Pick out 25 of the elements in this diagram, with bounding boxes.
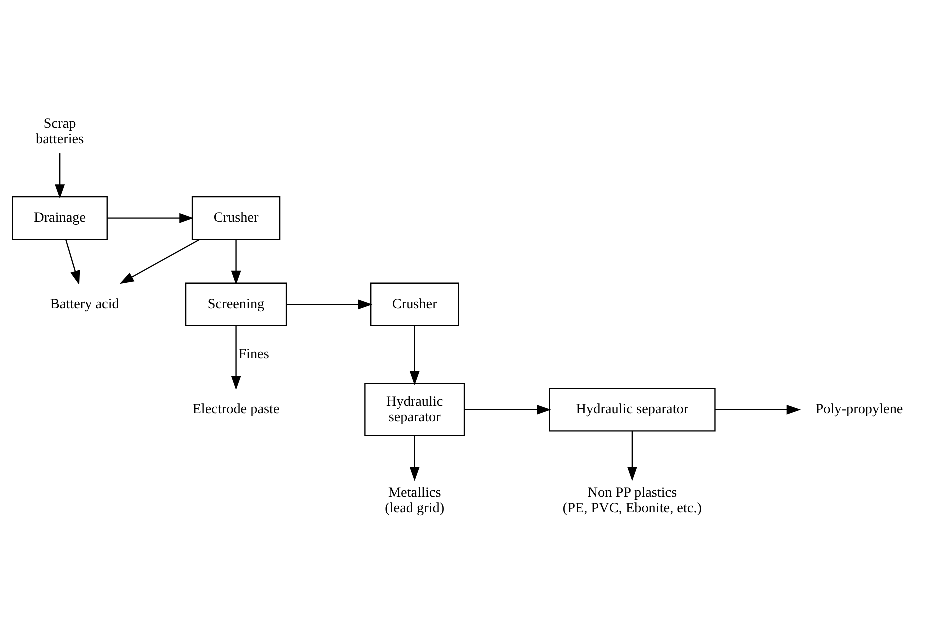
node-text: Non PP plastics (PE, PVC, Ebonite, etc.): [562, 484, 702, 516]
arrow: [464, 404, 552, 414]
node-text: Poly-propylene: [816, 401, 904, 418]
node-box: Hydraulic separator: [549, 388, 716, 432]
arrow: [715, 404, 802, 414]
arrow: [120, 238, 200, 284]
node-box: Crusher: [370, 282, 460, 326]
arrow: [55, 153, 66, 198]
node-text: Battery acid: [50, 296, 120, 312]
node-box: Crusher: [192, 196, 281, 240]
node-text: Metallics (lead grid): [385, 484, 445, 516]
node-box: Drainage: [12, 196, 108, 240]
arrow: [231, 326, 242, 390]
node-box: Screening: [185, 282, 288, 326]
arrow: [286, 299, 373, 310]
arrow: [108, 212, 194, 223]
edge-label: Fines: [238, 346, 270, 362]
arrow: [66, 239, 80, 285]
arrow: [231, 239, 242, 285]
node-box: Hydraulic separator: [364, 382, 466, 436]
arrow: [627, 430, 638, 481]
node-text: Electrode paste: [192, 401, 280, 418]
node-text: Scrap batteries: [36, 115, 84, 147]
arrow: [410, 436, 420, 481]
arrow: [410, 326, 420, 386]
